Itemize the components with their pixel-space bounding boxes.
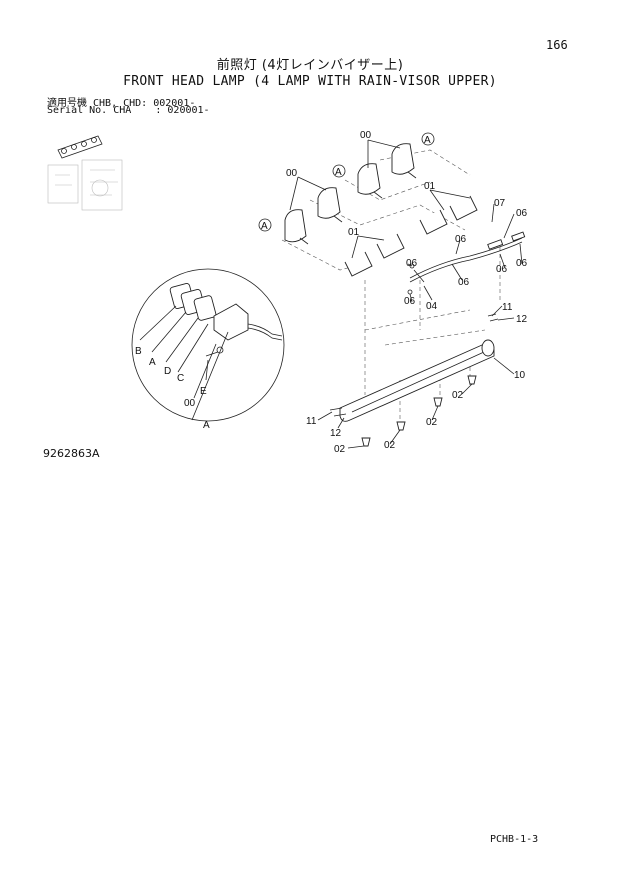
reference-a: A (424, 135, 431, 146)
lamp-bracket (344, 195, 478, 277)
callout-clip-06: 06 (516, 208, 528, 219)
serial-applicability-line-1: 適用号機 CHB, CHD: 002001- (47, 98, 196, 109)
callout-lamp-00: 00 (360, 130, 372, 141)
callout-clip-06: 06 (458, 277, 470, 288)
head-lamp-assembly (284, 143, 417, 245)
lamp-detail-view (131, 268, 285, 422)
wiring-harness (407, 231, 526, 295)
page-title-english: FRONT HEAD LAMP (4 LAMP WITH RAIN-VISOR … (123, 74, 497, 89)
reference-marker-a (258, 132, 435, 232)
callout-bracket-01: 01 (424, 181, 436, 192)
reference-a: A (261, 221, 268, 232)
callout-harness-04: 04 (426, 301, 438, 312)
detail-label-00: 00 (184, 398, 196, 409)
callout-grommet-02: 02 (426, 417, 438, 428)
page-number: 166 (546, 38, 568, 52)
callout-clip-06: 06 (406, 258, 418, 269)
callout-nut-12: 12 (330, 428, 342, 439)
callout-grommet-02: 02 (384, 440, 396, 451)
callout-grommet-02: 02 (452, 390, 464, 401)
callout-clip-06: 06 (516, 258, 528, 269)
callout-lamp-00: 00 (286, 168, 298, 179)
serial-applicability-line-2: Serial No. CHA : 020001- (47, 105, 210, 116)
drawing-number: 9262863A (43, 447, 100, 460)
callout-labels: 00 00 01 01 07 06 06 06 06 06 06 06 04 1… (135, 130, 528, 455)
callout-bolt-11: 11 (502, 302, 513, 313)
detail-label-c: C (177, 373, 184, 384)
detail-label-d: D (164, 366, 171, 377)
leader-lines (289, 139, 523, 449)
callout-bolt-11: 11 (306, 416, 317, 427)
callout-bracket-01: 01 (348, 227, 360, 238)
callout-nut-12: 12 (516, 314, 528, 325)
callout-visor-10: 10 (514, 370, 526, 381)
page-code: PCHB-1-3 (490, 834, 539, 845)
detail-label-a: A (149, 357, 156, 368)
callout-clip-06: 06 (496, 264, 508, 275)
detail-label-b: B (135, 346, 142, 357)
callout-clip-06: 06 (455, 234, 467, 245)
detail-label-e: E (200, 386, 207, 397)
callout-clip-07: 07 (494, 198, 506, 209)
callout-grommet-02: 02 (334, 444, 346, 455)
fasteners (329, 313, 499, 447)
detail-label-a-bottom: A (203, 420, 210, 431)
callout-clip-06: 06 (404, 296, 416, 307)
rain-visor (339, 339, 495, 422)
reference-a: A (335, 167, 342, 178)
page-title-japanese: 前照灯 (4灯レインバイザー上) (216, 58, 404, 73)
mounting-guide-lines (281, 149, 501, 420)
machine-locator-icon (47, 135, 123, 211)
